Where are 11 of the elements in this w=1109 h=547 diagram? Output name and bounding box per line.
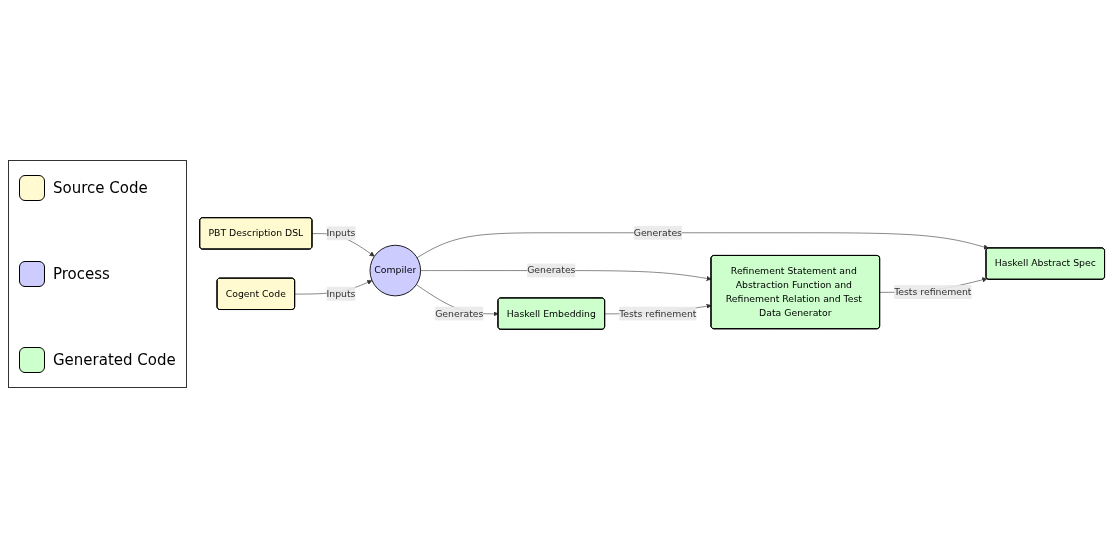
legend-label: Source Code: [53, 178, 148, 197]
legend-label: Generated Code: [53, 350, 176, 369]
edge-label: Inputs: [326, 227, 356, 239]
node-circle: Compiler: [369, 244, 421, 297]
edge-label: Generates: [526, 264, 576, 276]
edge-label: Inputs: [326, 288, 356, 300]
edge-label: Tests refinement: [618, 307, 697, 319]
legend-label: Process: [53, 264, 110, 283]
edge-label: Generates: [633, 226, 682, 239]
edge-label: Tests refinement: [893, 286, 972, 298]
edge-label: Generates: [434, 307, 484, 319]
